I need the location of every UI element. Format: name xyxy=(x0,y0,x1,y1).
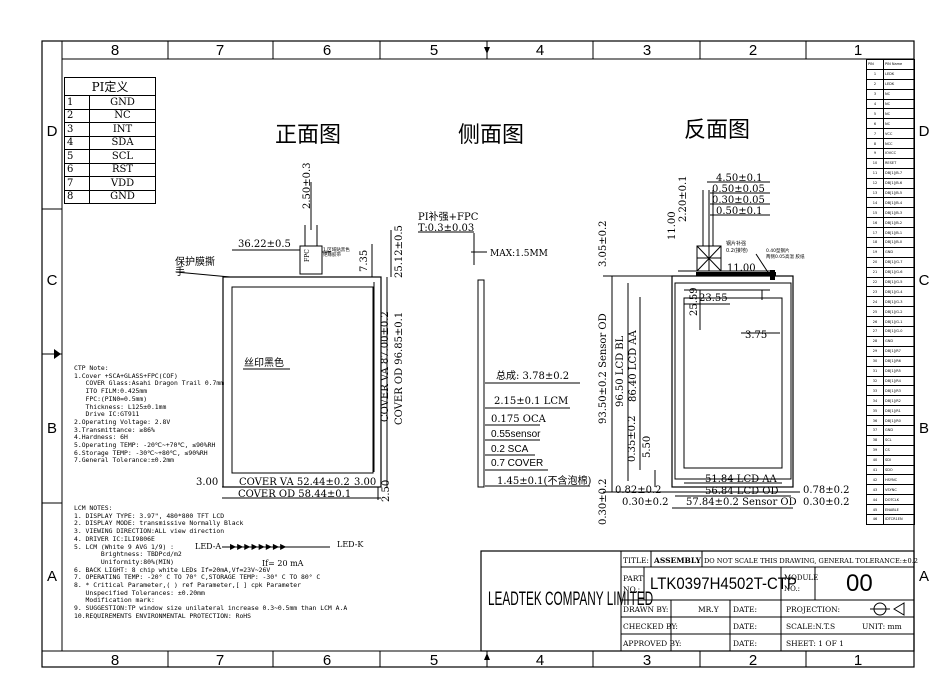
dim-sensor: 0.55sensor xyxy=(491,429,541,440)
col-label: 2 xyxy=(748,652,758,669)
steel-plate-note: 0.40型钢片 两侧0.05高温 胶纸 xyxy=(766,249,805,260)
dim-total: 总成: 3.78±0.2 xyxy=(496,371,570,382)
print-note: 丝印黑色 xyxy=(244,358,284,369)
module-label: MODULE NO.: xyxy=(784,574,819,593)
col-label: 5 xyxy=(429,42,439,59)
title-value: ASSEMBLY xyxy=(654,556,701,565)
dim-max: MAX:1.5MM xyxy=(490,249,548,259)
dim-lcd-od-width: 56.84 LCD OD xyxy=(705,486,779,497)
dim-cover-od-width: COVER OD 58.44±0.1 xyxy=(238,489,352,500)
dim-oca: 0.175 OCA xyxy=(491,414,546,425)
dim-left-offset: 36.22±0.5 xyxy=(238,239,291,250)
pi-row-signal: GND xyxy=(89,189,156,204)
pi-table-title: PI定义 xyxy=(64,77,156,96)
row-label: A xyxy=(918,568,929,585)
dim-sca: 0.2 SCA xyxy=(491,444,529,455)
col-label: 6 xyxy=(322,652,332,669)
row-label: B xyxy=(918,420,929,437)
stiffener-note: 钢片补强 0.2(接地) xyxy=(726,241,748,254)
col-label: 1 xyxy=(853,42,863,59)
part-number: LTK0397H4502T-CTP xyxy=(650,574,797,593)
date-label-2: DATE: xyxy=(733,622,758,631)
row-label: C xyxy=(918,272,930,289)
col-label: 4 xyxy=(535,652,545,669)
dim-0-82: 0.82±0.2 xyxy=(615,485,662,496)
module-number: 00 xyxy=(846,570,873,597)
col-label: 3 xyxy=(642,652,652,669)
dim-0-50b: 0.50±0.1 xyxy=(716,206,763,217)
led-cathode-label: LED-K xyxy=(337,540,364,549)
checked-by-label: CHECKED BY: xyxy=(623,622,678,631)
row-label: D xyxy=(918,123,930,140)
dim-23-55: 23.55 xyxy=(699,293,728,304)
projection-label: PROJECTION: xyxy=(786,605,840,614)
dim-0-30-left: 0.30±0.2 xyxy=(622,497,669,508)
col-label: 1 xyxy=(853,652,863,669)
dim-3-00-right: 3.00 xyxy=(354,477,377,488)
dim-0-30-right: 0.30±0.2 xyxy=(803,497,850,508)
col-label: 3 xyxy=(642,42,652,59)
dim-3-75: 3.75 xyxy=(745,330,768,341)
film-note: 保护膜撕 手 xyxy=(175,257,215,278)
col-label: 2 xyxy=(748,42,758,59)
title-label: TITLE: xyxy=(623,556,649,565)
row-label: B xyxy=(46,420,57,437)
dim-11-00-h: 11.00 xyxy=(727,263,756,274)
lcm-notes: LCM NOTES: 1. DISPLAY TYPE: 3.97", 480*8… xyxy=(74,504,348,620)
dim-0-30: 0.30±0.05 xyxy=(712,195,765,206)
dim-sensor-od-width: 57.84±0.2 Sensor OD xyxy=(686,497,797,508)
row-label: D xyxy=(46,123,58,140)
scale-label: SCALE:N.T.S xyxy=(786,622,836,631)
unit-label: UNIT: mm xyxy=(862,622,902,631)
col-label: 4 xyxy=(535,42,545,59)
tolerance-warning: DO NOT SCALE THIS DRAWING, GENERAL TOLER… xyxy=(704,557,919,565)
drawn-by-label: DRAWN BY: xyxy=(623,605,669,614)
col-label: 7 xyxy=(215,42,225,59)
row-label: C xyxy=(46,272,58,289)
pin-name: IDTCR1EN xyxy=(883,513,915,525)
dim-cover: 0.7 COVER xyxy=(491,458,544,469)
dim-3-00-left: 3.00 xyxy=(196,477,219,488)
col-label: 8 xyxy=(110,42,120,59)
led-anode-label: LED-A xyxy=(195,542,222,551)
row-label: A xyxy=(46,568,57,585)
part-label: PART NO.: xyxy=(623,574,644,594)
col-label: 8 xyxy=(110,652,120,669)
led-current: If= 20 mA xyxy=(262,559,304,568)
led-chain: ▶▶▶▶▶▶▶▶ xyxy=(230,542,288,551)
dim-0-78: 0.78±0.2 xyxy=(803,485,850,496)
col-label: 7 xyxy=(215,652,225,669)
dim-4-50: 4.50±0.1 xyxy=(716,173,763,184)
approved-by-label: APPROVED BY: xyxy=(623,639,682,648)
side-view-title: 侧面图 xyxy=(458,123,525,148)
col-label: 6 xyxy=(322,42,332,59)
drawer-name: MR.Y xyxy=(698,605,719,614)
front-view-title: 正面图 xyxy=(275,123,342,148)
col-label: 5 xyxy=(429,652,439,669)
date-label-1: DATE: xyxy=(733,605,758,614)
back-view-title: 反面图 xyxy=(684,118,751,143)
dim-lcd-aa-width: 51.84 LCD AA xyxy=(705,474,777,485)
dim-thickness: 1.45±0.1(不含泡棉) xyxy=(497,476,592,487)
dim-lcm: 2.15±0.1 LCM xyxy=(494,396,569,407)
date-label-3: DATE: xyxy=(733,639,758,648)
pi-stiffener-note: PI补强+FPC T:0.3±0.03 xyxy=(418,212,479,234)
dim-cover-va-width: COVER VA 52.44±0.2 xyxy=(239,477,350,488)
sheet-label: SHEET: 1 OF 1 xyxy=(786,639,844,648)
dim-0-50: 0.50±0.05 xyxy=(712,184,765,195)
ctp-notes: CTP Note: 1.Cover +SCA+GLASS+FPC(COF) CO… xyxy=(74,364,225,465)
fpc-tape-note: 1.区域贴黑色 绝缘胶带 xyxy=(323,248,350,258)
company-name: LEADTEK COMPANY LIMITED xyxy=(488,589,654,610)
